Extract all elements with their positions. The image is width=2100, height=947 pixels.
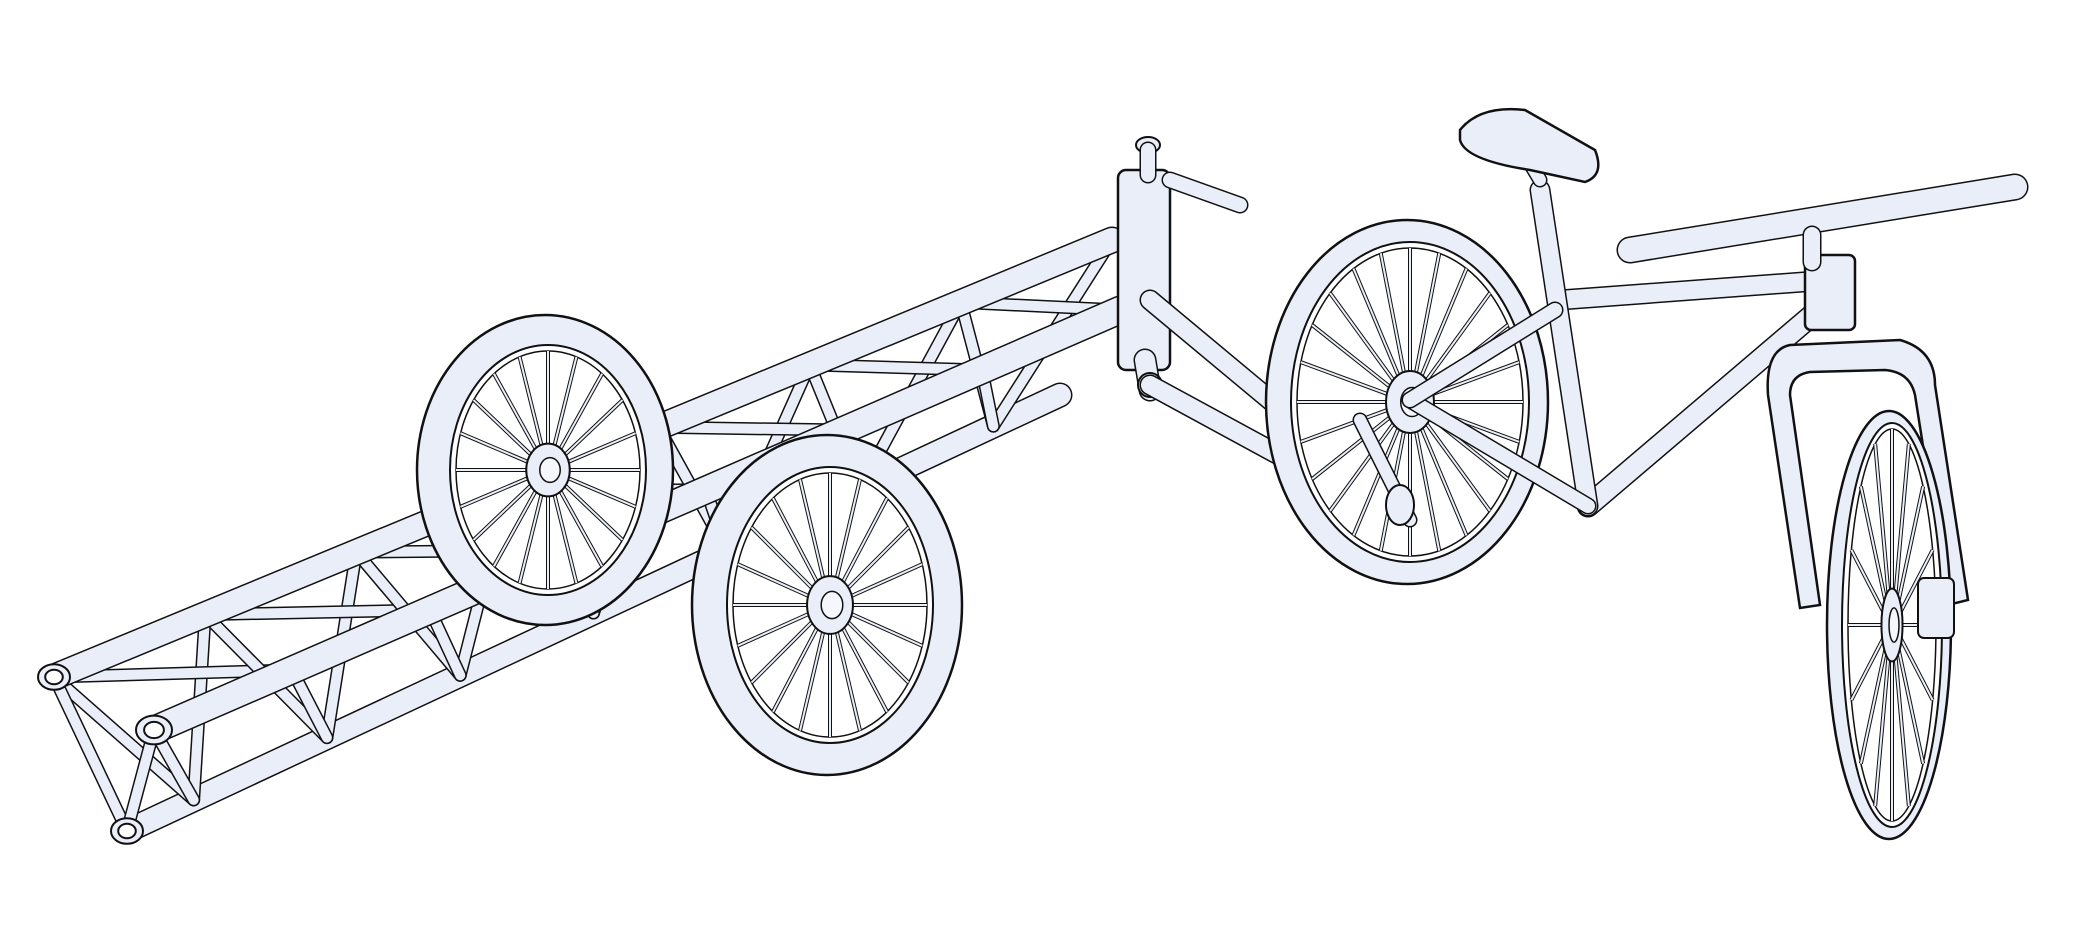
spoke-fill [772, 621, 822, 713]
spoke-fill [518, 356, 545, 453]
spoke-fill [493, 484, 540, 567]
spoke-fill [838, 621, 888, 713]
seat-tube-fill [1531, 181, 1597, 515]
spoke-fill [559, 480, 624, 541]
seat-stay-fill [1403, 303, 1562, 407]
spoke-fill [834, 479, 861, 586]
hub-cap [1888, 607, 1900, 643]
spoke-fill [799, 479, 826, 586]
spoke-fill [844, 610, 923, 647]
truss-end-top-bore [44, 668, 64, 686]
spoke-fill [1859, 486, 1888, 608]
spoke-fill [460, 432, 534, 466]
spoke-fill [1300, 406, 1395, 443]
trailer-rear-wheel [415, 313, 675, 627]
spoke-fill [1893, 443, 1910, 602]
spoke-fill [1897, 634, 1934, 701]
spoke-fill [1893, 648, 1910, 807]
truss-trailer [37, 136, 1401, 845]
truss-end-bottom-bore [117, 822, 137, 840]
spoke-fill [750, 616, 818, 684]
spoke-fill [1352, 420, 1403, 536]
spoke-fill [1300, 361, 1395, 398]
front-hub-motor [1917, 577, 1955, 639]
spoke-fill [1311, 412, 1396, 480]
spoke-fill [844, 563, 923, 600]
spoke-fill [1874, 648, 1891, 807]
spoke-fill [1413, 422, 1441, 551]
handlebar-fill [1618, 175, 2027, 262]
spoke-fill [842, 526, 910, 594]
spoke-fill [1311, 324, 1396, 392]
head-tube [1803, 253, 1857, 332]
spoke-fill [1329, 292, 1399, 388]
spoke-fill [750, 526, 818, 594]
trailer-front-wheel [690, 433, 964, 777]
spoke-fill [737, 610, 816, 647]
hitch-post [1116, 168, 1172, 372]
spoke-fill [838, 497, 888, 589]
spoke-fill [737, 563, 816, 600]
spoke-fill [834, 624, 861, 731]
spoke-fill [493, 373, 540, 456]
truss-diagonal-fill [49, 672, 199, 805]
spoke-fill [562, 432, 636, 466]
spoke-fill [1417, 268, 1468, 384]
spoke-fill [551, 487, 578, 584]
spoke-fill [1850, 549, 1887, 616]
spoke-fill [551, 356, 578, 453]
spoke-fill [1352, 268, 1403, 384]
spoke-fill [472, 399, 537, 460]
top-tube-fill [1551, 271, 1839, 309]
truss-end-brace-fill [49, 672, 132, 836]
spoke-fill [1850, 634, 1887, 701]
spoke-fill [562, 474, 636, 508]
spoke-fill [1897, 549, 1934, 616]
spoke-fill [559, 399, 624, 460]
spoke-fill [1425, 361, 1520, 398]
spoke-fill [1421, 292, 1491, 388]
down-tube-fill [1578, 290, 1840, 516]
spoke-fill [1329, 416, 1399, 512]
spoke-fill [518, 487, 545, 584]
hub-cap [820, 590, 844, 620]
spoke-fill [1896, 486, 1925, 608]
fork [1766, 338, 1970, 610]
truss-end-middle-bore [143, 720, 165, 740]
spoke-fill [556, 373, 603, 456]
bike-front-wheel [1825, 409, 1953, 841]
spoke-fill [1417, 420, 1468, 536]
spoke-fill [1874, 443, 1891, 602]
spoke-fill [799, 624, 826, 731]
chain-stay-fill [1403, 393, 1595, 513]
saddle [1458, 108, 1600, 184]
spoke-fill [1421, 416, 1491, 512]
spoke-fill [842, 616, 910, 684]
spoke-fill [556, 484, 603, 567]
spoke-fill [1896, 642, 1925, 764]
hub-cap [539, 456, 561, 484]
spoke-fill [1379, 253, 1407, 382]
hitch-handle-fill [1163, 173, 1247, 212]
bicycle [1264, 108, 2029, 841]
truss-end-brace-fill [122, 725, 159, 836]
spoke-fill [772, 497, 822, 589]
spoke-fill [472, 480, 537, 541]
pedal [1385, 484, 1415, 526]
spoke-fill [460, 474, 534, 508]
wheels [415, 313, 964, 777]
spoke-fill [1413, 253, 1441, 382]
spoke-fill [1859, 642, 1888, 764]
